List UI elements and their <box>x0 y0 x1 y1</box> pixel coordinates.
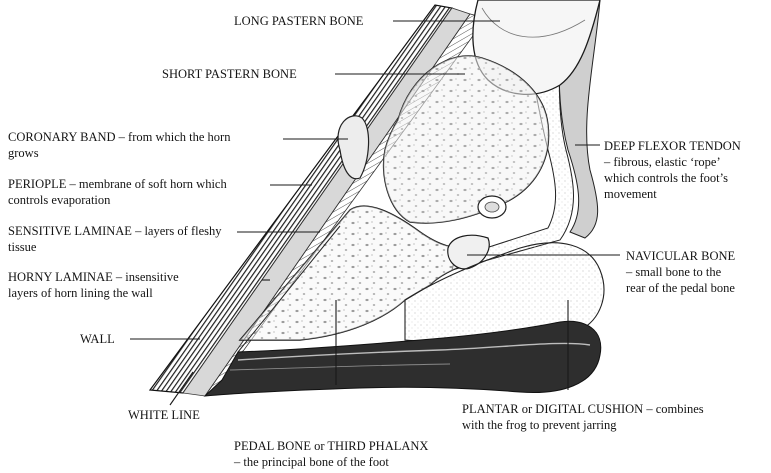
sensitive-laminae-desc-1: – layers of fleshy <box>132 224 222 238</box>
wall-name: WALL <box>80 332 115 346</box>
label-long-pastern-bone: LONG PASTERN BONE <box>234 13 363 29</box>
label-horny-laminae: HORNY LAMINAE – insensitive layers of ho… <box>8 269 179 301</box>
horny-laminae-desc-2: layers of horn lining the wall <box>8 285 179 301</box>
periople-desc-1: – membrane of soft horn which <box>66 177 226 191</box>
label-short-pastern-bone: SHORT PASTERN BONE <box>162 66 297 82</box>
plantar-cushion-desc-1: – combines <box>643 402 703 416</box>
long-pastern-bone-name: LONG PASTERN BONE <box>234 14 363 28</box>
label-wall: WALL <box>80 331 115 347</box>
coronary-band-desc-1: – from which the horn <box>116 130 231 144</box>
periople-desc-2: controls evaporation <box>8 192 227 208</box>
periople-name: PERIOPLE <box>8 177 66 191</box>
white-line-name: WHITE LINE <box>128 408 200 422</box>
deep-flexor-tendon-desc-3: movement <box>604 186 741 202</box>
plantar-cushion-desc-2: with the frog to prevent jarring <box>462 417 704 433</box>
navicular-bone-desc-2: rear of the pedal bone <box>626 280 735 296</box>
label-plantar-cushion: PLANTAR or DIGITAL CUSHION – combines wi… <box>462 401 704 433</box>
label-coronary-band: CORONARY BAND – from which the horn grow… <box>8 129 230 161</box>
navicular-bone-desc-1: – small bone to the <box>626 264 735 280</box>
pedal-bone-desc-1: – the principal bone of the foot <box>234 454 428 470</box>
label-pedal-bone: PEDAL BONE or THIRD PHALANX – the princi… <box>234 438 428 470</box>
horny-laminae-name: HORNY LAMINAE <box>8 270 113 284</box>
navicular-bone-name: NAVICULAR BONE <box>626 249 735 263</box>
deep-flexor-tendon-desc-1: – fibrous, elastic ‘rope’ <box>604 154 741 170</box>
label-sensitive-laminae: SENSITIVE LAMINAE – layers of fleshy tis… <box>8 223 222 255</box>
deep-flexor-tendon-name: DEEP FLEXOR TENDON <box>604 139 741 153</box>
coronary-band-name: CORONARY BAND <box>8 130 116 144</box>
label-periople: PERIOPLE – membrane of soft horn which c… <box>8 176 227 208</box>
coronary-band-desc-2: grows <box>8 145 230 161</box>
short-pastern-bone-name: SHORT PASTERN BONE <box>162 67 297 81</box>
sensitive-laminae-desc-2: tissue <box>8 239 222 255</box>
plantar-cushion-name: PLANTAR or DIGITAL CUSHION <box>462 402 643 416</box>
deep-flexor-tendon-desc-2: which controls the foot’s <box>604 170 741 186</box>
pedal-bone-name: PEDAL BONE or THIRD PHALANX <box>234 439 428 453</box>
label-deep-flexor-tendon: DEEP FLEXOR TENDON – fibrous, elastic ‘r… <box>604 138 741 202</box>
label-white-line: WHITE LINE <box>128 407 200 423</box>
sensitive-laminae-name: SENSITIVE LAMINAE <box>8 224 132 238</box>
horny-laminae-desc-1: – insensitive <box>113 270 179 284</box>
label-navicular-bone: NAVICULAR BONE – small bone to the rear … <box>626 248 735 296</box>
